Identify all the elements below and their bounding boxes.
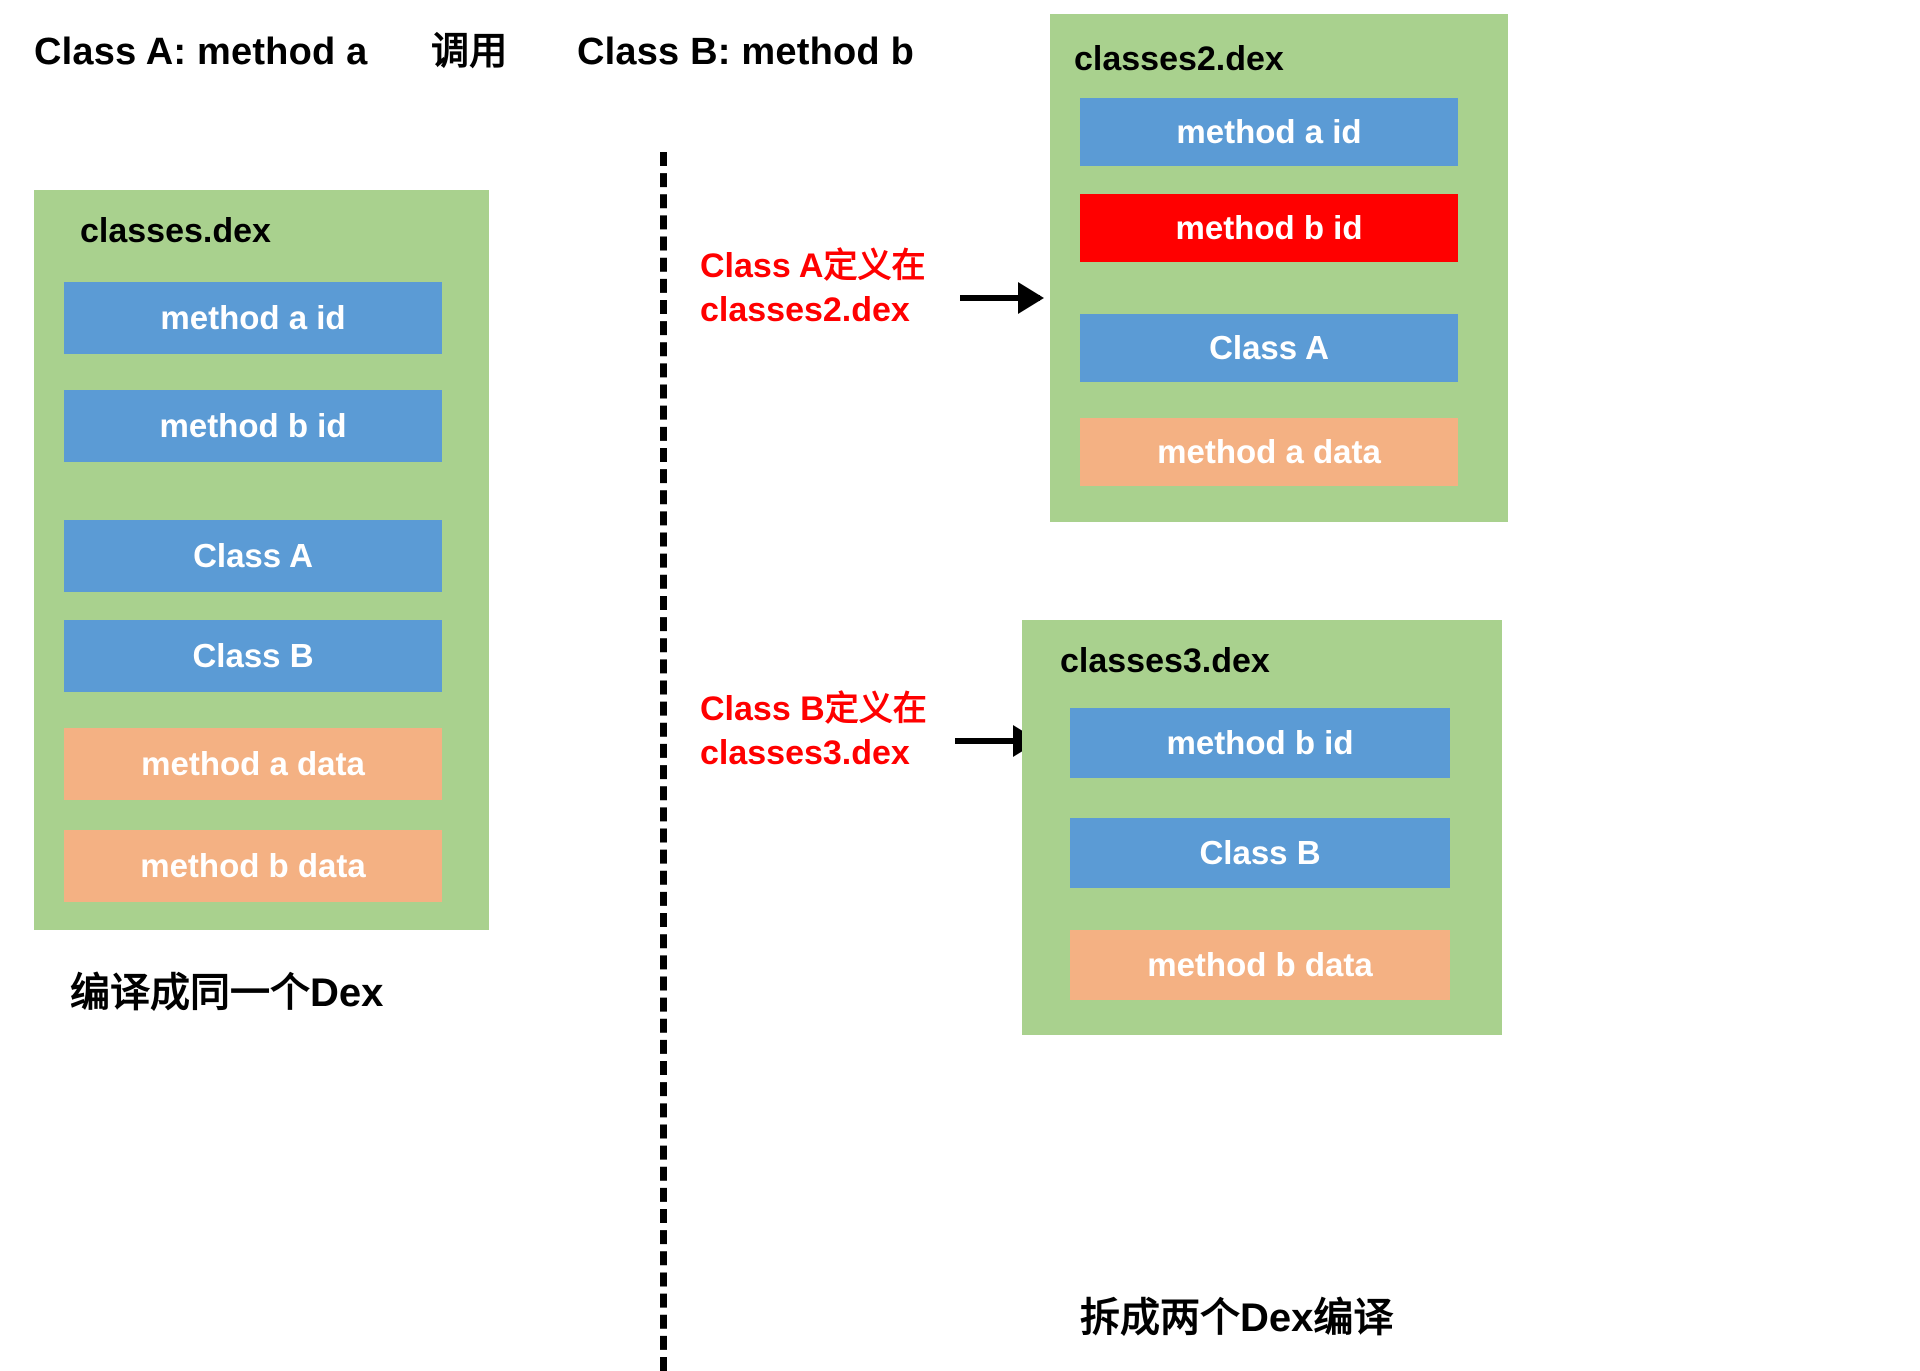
dex-panel-classes2: classes2.dex method a id method b id Cla… bbox=[1050, 14, 1508, 522]
dex-panel-classes3: classes3.dex method b id Class B method … bbox=[1022, 620, 1502, 1035]
dex-row: Class A bbox=[64, 520, 442, 592]
arrow-right-icon bbox=[955, 738, 1035, 744]
dex-row: method b data bbox=[1070, 930, 1450, 1000]
dex-row: method a data bbox=[64, 728, 442, 800]
annotation-line-1: Class B定义在 bbox=[700, 690, 927, 728]
dex-row: method a id bbox=[64, 282, 442, 354]
dex-row: Class B bbox=[64, 620, 442, 692]
dex-row: method a id bbox=[1080, 98, 1458, 166]
header-left-class: Class A: method a bbox=[34, 31, 368, 73]
dex-panel-title: classes2.dex bbox=[1074, 40, 1284, 78]
dex-panel-title: classes3.dex bbox=[1060, 642, 1270, 680]
dex-row: method b id bbox=[64, 390, 442, 462]
dex-row: Class B bbox=[1070, 818, 1450, 888]
dex-row: method b id bbox=[1070, 708, 1450, 778]
dex-row: Class A bbox=[1080, 314, 1458, 382]
dex-panel-title: classes.dex bbox=[80, 212, 271, 250]
left-caption: 编译成同一个Dex bbox=[70, 971, 384, 1015]
header-relation-label: 调用 bbox=[431, 31, 508, 73]
dex-row: method a data bbox=[1080, 418, 1458, 486]
arrow-right-icon bbox=[960, 295, 1040, 301]
vertical-dashed-divider bbox=[660, 152, 667, 1371]
header-title: Class A: method a 调用 Class B: method b bbox=[34, 20, 914, 75]
dex-row: method b data bbox=[64, 830, 442, 902]
right-caption: 拆成两个Dex编译 bbox=[1080, 1296, 1394, 1340]
annotation-class-a: Class A定义在 classes2.dex bbox=[700, 245, 925, 332]
annotation-line-1: Class A定义在 bbox=[700, 247, 926, 285]
annotation-class-b: Class B定义在 classes3.dex bbox=[700, 688, 927, 775]
dex-panel-classes: classes.dex method a id method b id Clas… bbox=[34, 190, 489, 930]
annotation-line-2: classes3.dex bbox=[700, 733, 910, 772]
dex-row-highlighted: method b id bbox=[1080, 194, 1458, 262]
annotation-line-2: classes2.dex bbox=[700, 290, 910, 329]
header-right-class: Class B: method b bbox=[576, 31, 914, 73]
